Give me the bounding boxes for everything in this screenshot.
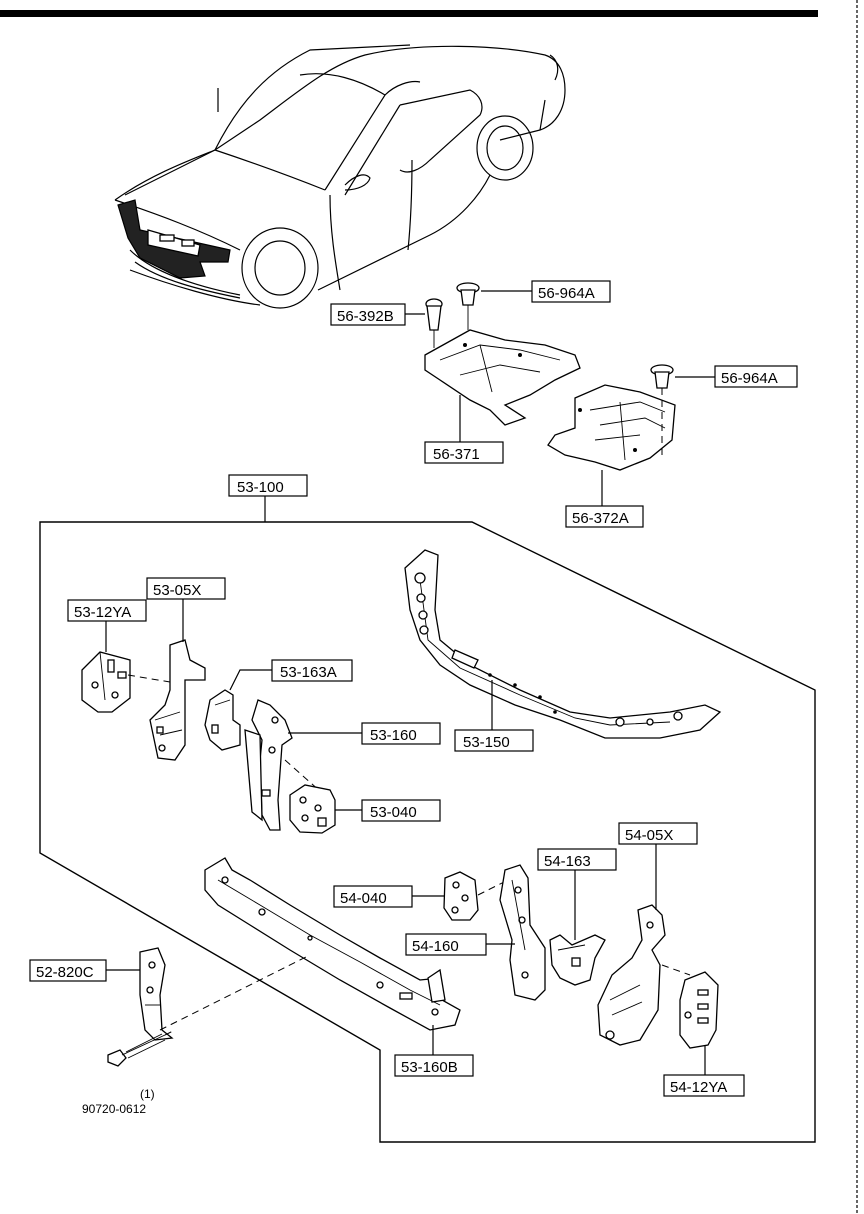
label-56-964A-top: 56-964A: [538, 285, 595, 302]
bracket-52-820C: [139, 947, 174, 1041]
under-cover-group: [424, 282, 676, 471]
label-56-964A-right: 56-964A: [721, 370, 778, 387]
vehicle-illustration: [114, 44, 566, 309]
bracket-53-163A: [204, 689, 241, 751]
bracket-54-040: [443, 871, 479, 921]
label-54-05X: 54-05X: [625, 827, 673, 844]
label-54-163: 54-163: [544, 853, 591, 870]
undercover-56-371: [424, 329, 581, 426]
label-54-160: 54-160: [412, 938, 459, 955]
bracket-54-12YA: [679, 971, 719, 1049]
label-53-160B: 53-160B: [401, 1059, 458, 1076]
clip-56-392B: [425, 298, 443, 348]
label-53-160: 53-160: [370, 727, 417, 744]
clip-56-964A-right: [650, 364, 674, 455]
bracket-54-05X: [597, 904, 666, 1046]
label-54-12YA: 54-12YA: [670, 1079, 727, 1096]
bracket-54-163: [549, 934, 606, 986]
header-rule: [0, 10, 818, 17]
label-54-040: 54-040: [340, 890, 387, 907]
label-53-150: 53-150: [463, 734, 510, 751]
label-53-100: 53-100: [237, 479, 284, 496]
label-56-372A: 56-372A: [572, 510, 629, 527]
bracket-54-160: [499, 864, 546, 1001]
label-53-12YA: 53-12YA: [74, 604, 131, 621]
bolt-90720-0612: [107, 1029, 176, 1067]
label-53-040: 53-040: [370, 804, 417, 821]
undercover-56-372A: [547, 384, 676, 471]
assembly-boundary: [39, 521, 816, 1143]
label-56-371: 56-371: [433, 446, 480, 463]
bolt-part-number: 90720-0612: [82, 1102, 146, 1116]
label-56-392B: 56-392B: [337, 308, 394, 325]
label-53-05X: 53-05X: [153, 582, 201, 599]
bolt-quantity: (1): [140, 1087, 155, 1101]
label-52-820C: 52-820C: [36, 964, 94, 981]
bracket-53-160: [244, 699, 293, 831]
label-53-163A: 53-163A: [280, 664, 337, 681]
upper-member-53-150: [404, 549, 722, 739]
lower-member-53-160B: [204, 857, 461, 1031]
bracket-53-040: [289, 784, 336, 834]
bracket-53-12YA: [81, 651, 131, 713]
clip-56-964A-top: [456, 282, 480, 330]
bracket-53-05X: [149, 639, 206, 761]
